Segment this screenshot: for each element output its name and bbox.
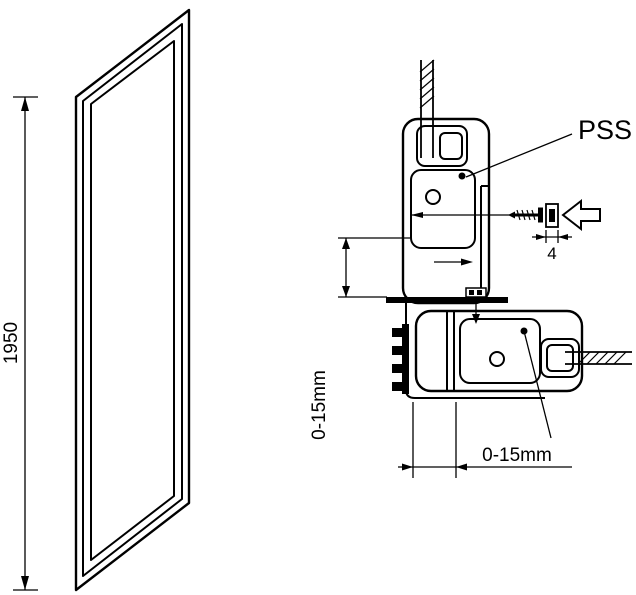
top-glass-section xyxy=(419,59,435,158)
dim-arrow-down xyxy=(21,576,29,590)
glass-clamp-inner xyxy=(439,132,463,160)
glass-hatching xyxy=(577,351,627,365)
panel-outer-frame xyxy=(74,8,191,592)
pss-callout: PSS xyxy=(465,115,632,178)
glass-clamp-outer xyxy=(540,338,580,378)
side-panel-view xyxy=(74,8,191,592)
dim-arrow-up xyxy=(21,97,29,111)
panel-glass-edge xyxy=(90,40,175,561)
profile-outer xyxy=(401,117,491,305)
vertical-adjust-label: 0-15mm xyxy=(309,370,330,440)
pss-reference-dot xyxy=(458,172,466,180)
screw-tip xyxy=(508,211,515,219)
dim-arrow-right xyxy=(536,234,546,240)
insert-direction-arrow xyxy=(561,198,601,232)
screw-head xyxy=(538,207,543,223)
clip-body xyxy=(465,287,487,298)
screw-pointer-arrow xyxy=(411,212,423,218)
fixing-piece-core xyxy=(549,209,555,222)
screw-width-label: 4 xyxy=(547,244,556,263)
screw-threads xyxy=(516,209,536,221)
profile-outer xyxy=(414,309,584,393)
profile-channel xyxy=(410,169,476,249)
panel-height-label: 1950 xyxy=(1,322,22,364)
serration-spine xyxy=(402,324,409,394)
dim-arrow-down xyxy=(342,286,350,297)
glass-hatching xyxy=(419,59,435,109)
clip-detail xyxy=(477,290,482,295)
horizontal-adjust-dimension: 0-15mm xyxy=(398,330,572,478)
serration-tooth xyxy=(392,382,402,391)
serration-tooth xyxy=(392,346,402,355)
dim-arrow-left xyxy=(456,463,467,471)
gap-leader-line xyxy=(523,330,552,439)
fixing-piece xyxy=(545,203,559,228)
screw-hole xyxy=(489,351,505,367)
inner-arrow-head xyxy=(461,258,473,266)
screw-hole xyxy=(425,189,441,205)
pss-label: PSS xyxy=(578,115,632,145)
screw-assembly: 4 xyxy=(508,198,601,263)
pss-leader-line xyxy=(465,133,573,178)
vertical-adjust-dimension: 0-15mm xyxy=(309,237,410,440)
glass-clamp-inner xyxy=(546,344,574,372)
dim-arrow-left xyxy=(558,234,568,240)
glass-clamp-outer xyxy=(416,125,468,167)
serration-tooth xyxy=(392,364,402,373)
bottom-glass-section xyxy=(565,351,632,365)
bottom-panel-profile xyxy=(392,302,584,399)
top-wall-profile xyxy=(401,117,512,305)
connecting-bracket xyxy=(386,287,508,324)
dim-arrow-right xyxy=(402,463,413,471)
horizontal-adjust-label: 0-15mm xyxy=(482,445,552,466)
clip-detail xyxy=(469,290,474,295)
dim-arrow-up xyxy=(342,238,350,249)
panel-frame-edge xyxy=(82,23,183,577)
height-dimension: 1950 xyxy=(1,96,38,591)
profile-channel xyxy=(459,318,541,384)
serration-tooth xyxy=(392,328,402,337)
